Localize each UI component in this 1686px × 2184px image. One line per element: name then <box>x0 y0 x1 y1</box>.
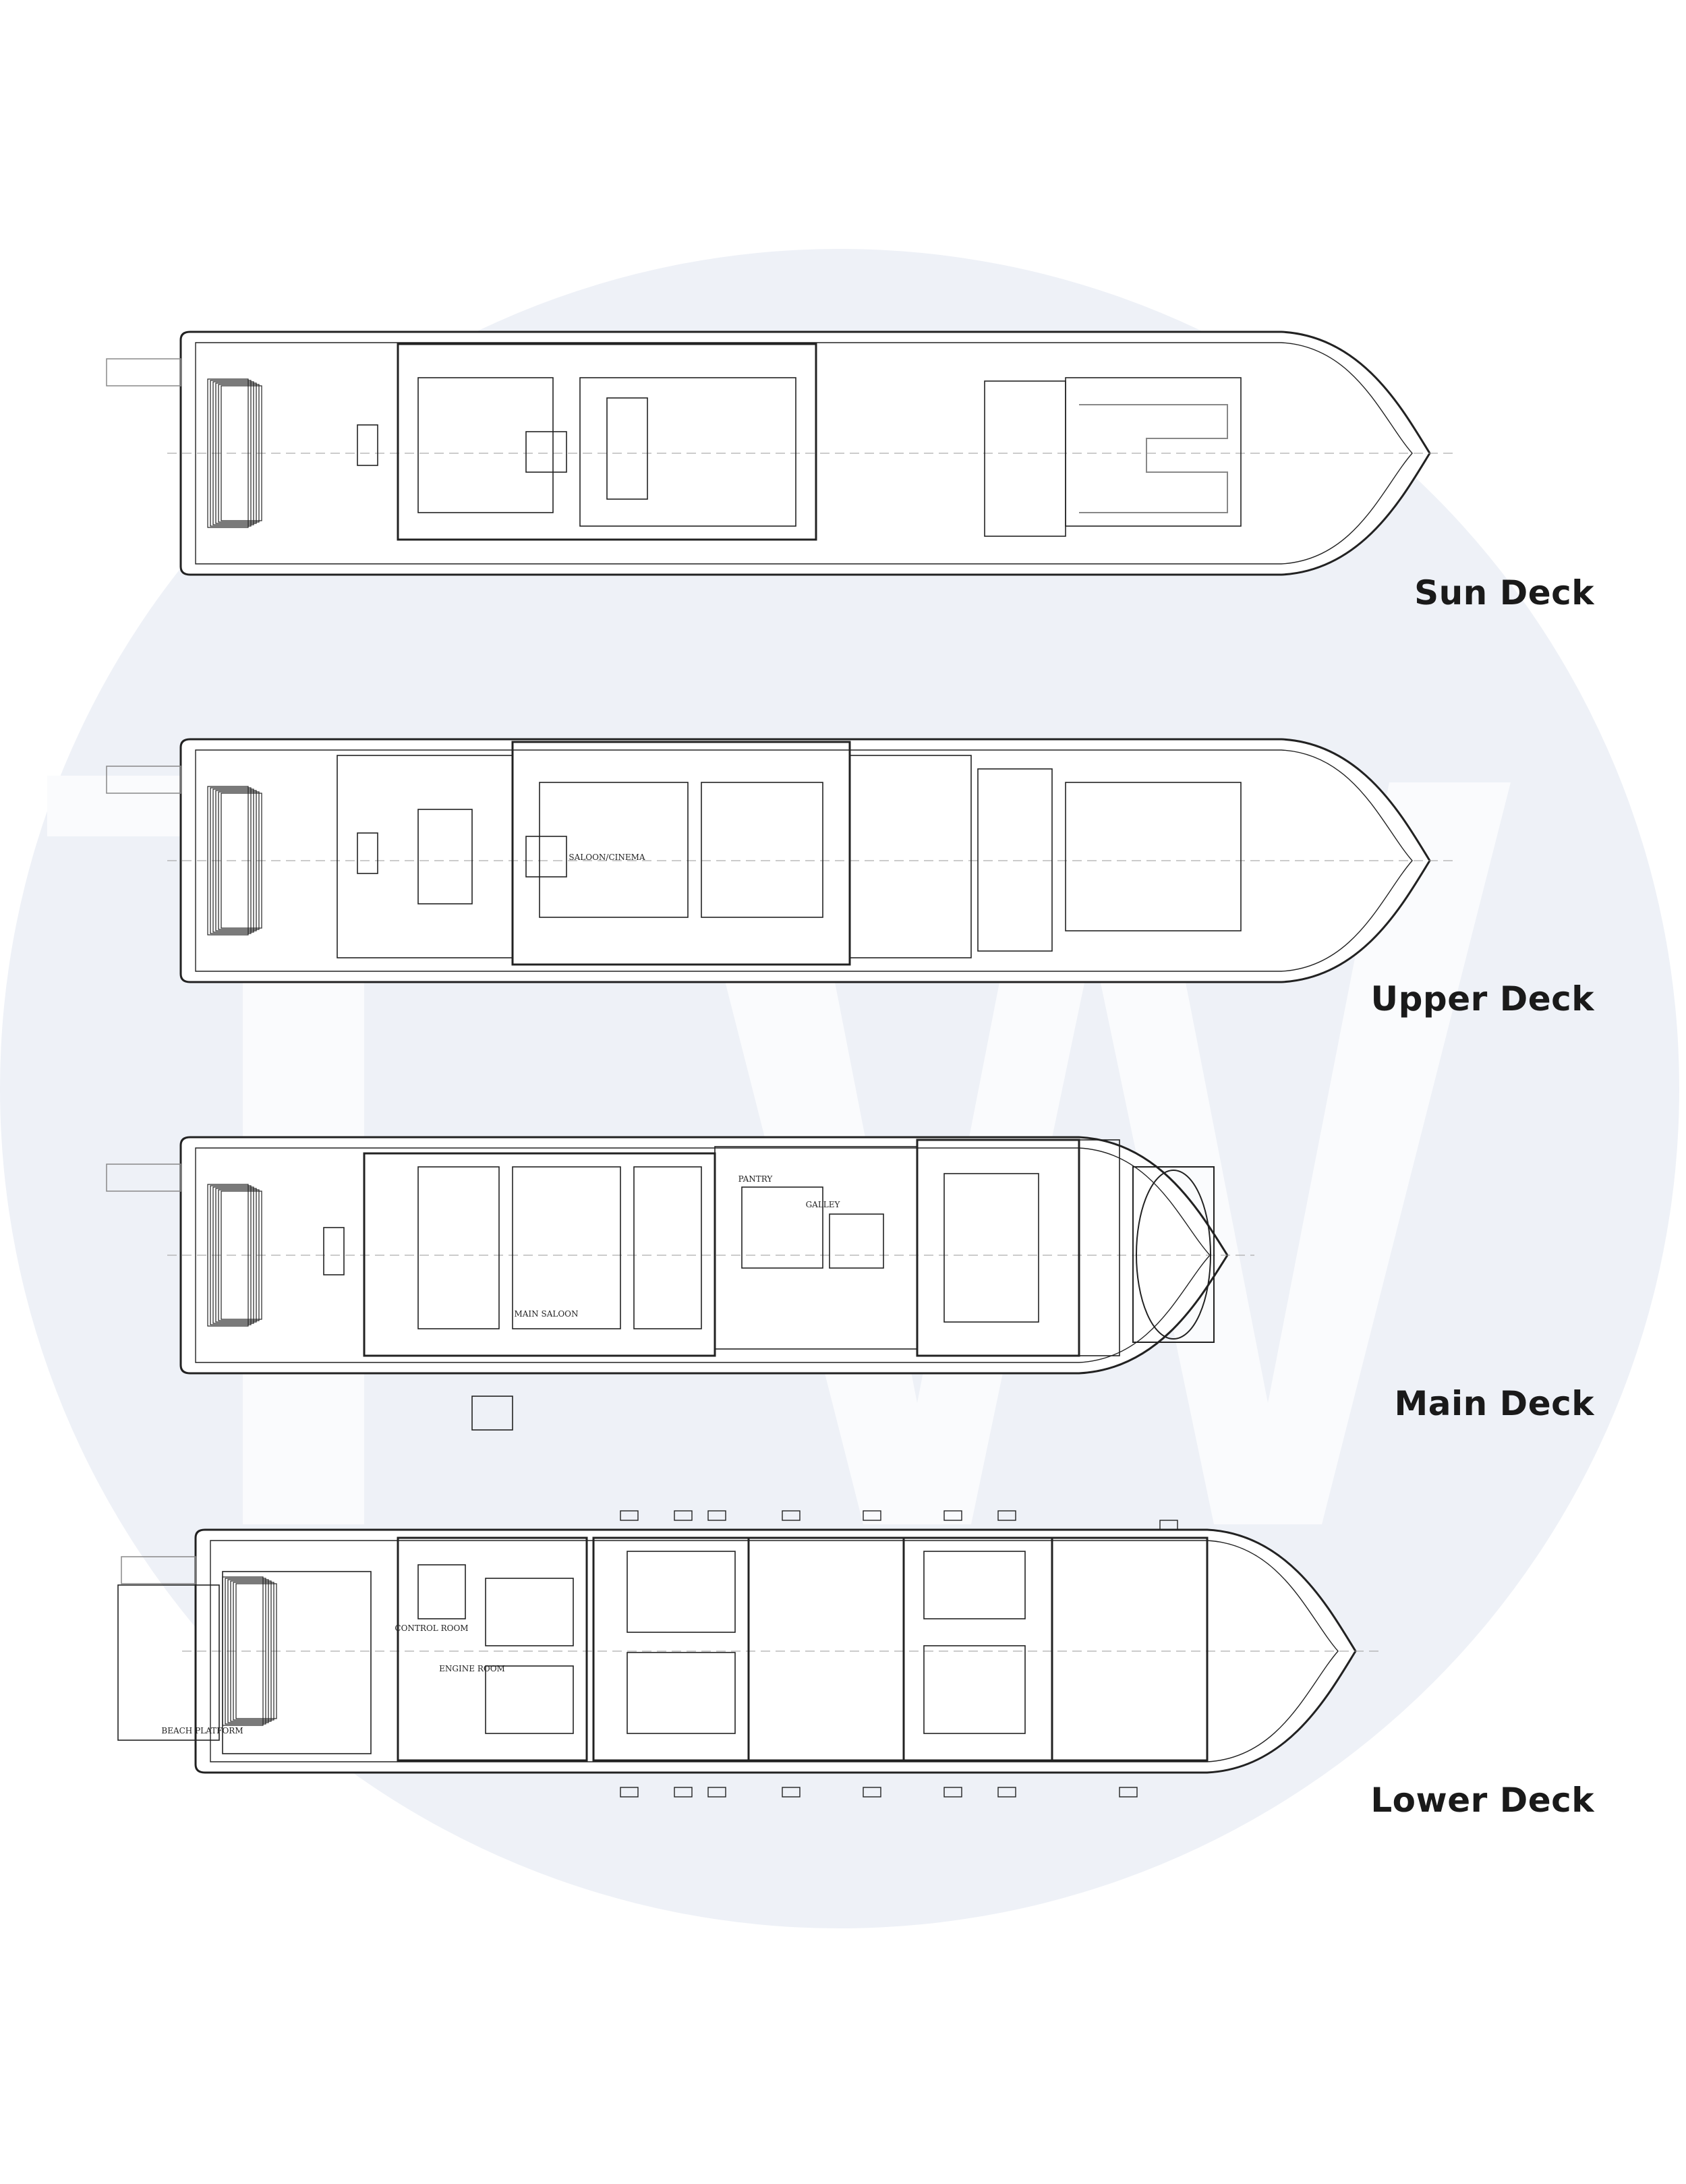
room-label-main-saloon: MAIN SALOON <box>514 1309 578 1319</box>
deck-label-lower: Lower Deck <box>1370 1781 1594 1820</box>
deck-plan-sun <box>106 331 1457 576</box>
room-label-beach-platform: BEACH PLATFORM <box>161 1726 243 1735</box>
room-label-control-room: CONTROL ROOM <box>395 1623 468 1633</box>
room-label-galley: GALLEY <box>806 1200 841 1209</box>
room-label-saloon-cinema: SALOON/CINEMA <box>569 853 645 862</box>
room-label-pantry: PANTRY <box>738 1174 774 1184</box>
deck-plan-main: PANTRY GALLEY MAIN SALOON <box>106 1136 1254 1431</box>
deck-plan-upper: SALOON/CINEMA <box>106 738 1457 983</box>
deck-plan-lower: CONTROL ROOM ENGINE ROOM BEACH PLATFORM <box>117 1510 1383 1798</box>
deck-label-main: Main Deck <box>1394 1384 1594 1423</box>
room-label-engine-room: ENGINE ROOM <box>439 1664 505 1673</box>
deck-label-sun: Sun Deck <box>1414 573 1594 612</box>
deck-label-upper: Upper Deck <box>1370 979 1594 1018</box>
